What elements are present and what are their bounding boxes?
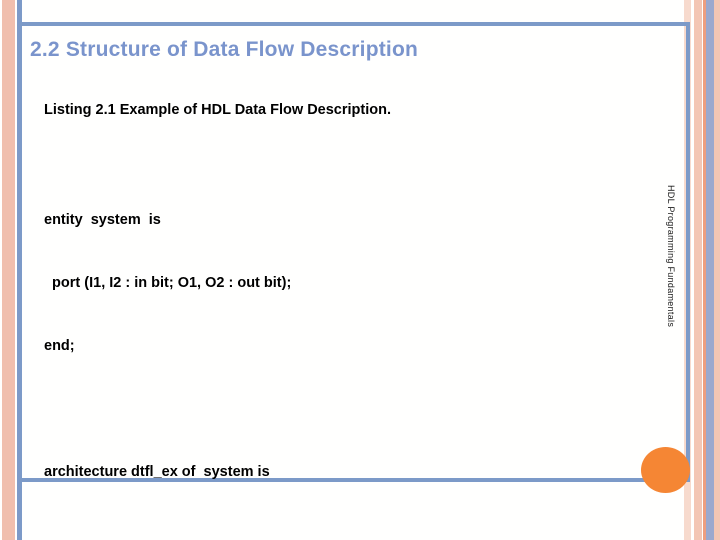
content-frame xyxy=(18,22,690,482)
orange-circle-decoration xyxy=(641,447,690,493)
left-peach-stripe xyxy=(2,0,15,540)
right-stripe-4 xyxy=(706,0,714,540)
code-line-architecture: architecture dtfl_ex of system is xyxy=(44,464,270,480)
right-stripe-3 xyxy=(703,0,706,540)
code-gap-2 xyxy=(44,525,423,540)
code-line-end: end; xyxy=(44,338,75,354)
right-stripe-2 xyxy=(694,0,702,540)
code-listing: entity system is port (I1, I2 : in bit; … xyxy=(44,168,423,540)
code-line-entity: entity system is xyxy=(44,212,161,228)
listing-caption: Listing 2.1 Example of HDL Data Flow Des… xyxy=(44,102,391,118)
right-stripe-5 xyxy=(714,0,720,540)
page-title: 2.2 Structure of Data Flow Description xyxy=(30,38,418,61)
vertical-side-label: HDL Programming Fundamentals xyxy=(666,185,676,328)
code-line-port: port (I1, I2 : in bit; O1, O2 : out bit)… xyxy=(44,275,292,291)
code-gap-1 xyxy=(44,399,423,420)
